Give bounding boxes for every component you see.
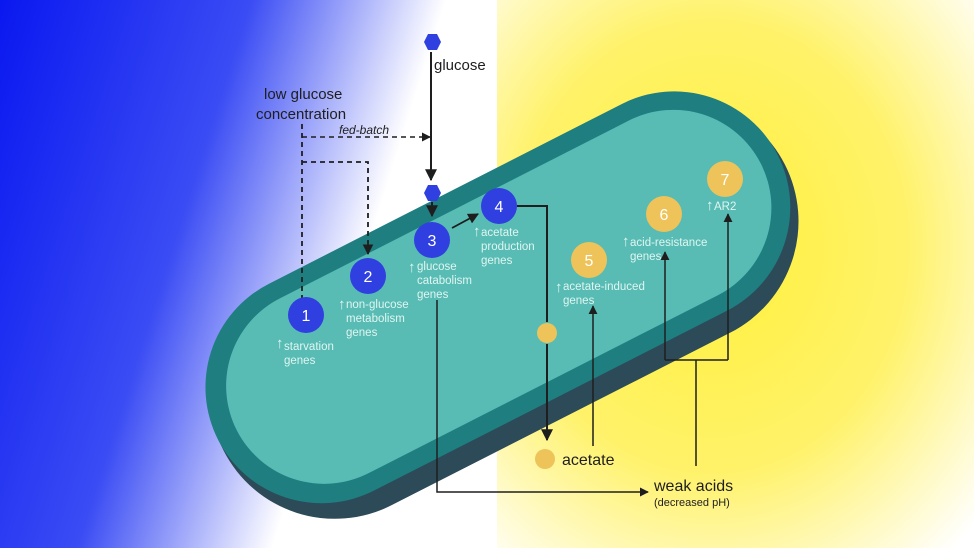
node-4-label-line-3: genes <box>481 255 513 267</box>
node-6-label-line-2: genes <box>630 251 662 263</box>
weak-acids-label: weak acids <box>653 478 733 495</box>
glucose-hexagon-inside <box>424 185 441 201</box>
node-1-number: 1 <box>302 308 311 325</box>
node-3-circle <box>414 222 450 258</box>
node-4: 4 ↑ acetate production genes <box>473 188 535 267</box>
node-5-label-line-1: acetate-induced <box>563 281 645 293</box>
node-2-arrow-up: ↑ <box>338 296 346 313</box>
concentration-label: concentration <box>256 106 346 123</box>
fed-batch-label: fed-batch <box>339 123 389 137</box>
low-glucose-label: low glucose <box>264 86 342 103</box>
node-1-label-line-2: genes <box>284 355 316 367</box>
node-7-arrow-up: ↑ <box>706 197 714 214</box>
node-2-number: 2 <box>364 269 373 286</box>
acetate-molecule-inside <box>537 323 557 343</box>
node-3: 3 ↑ glucose catabolism genes <box>408 222 472 301</box>
node-2-label-line-2: metabolism <box>346 313 405 325</box>
cytoplasm <box>226 109 772 484</box>
catabolism-to-weak-acids-arrow <box>436 300 649 497</box>
node-6: 6 ↑ acid-resistance genes <box>622 196 707 263</box>
node-6-circle <box>646 196 682 232</box>
node-6-arrow-up: ↑ <box>622 233 630 250</box>
node-1-circle <box>288 297 324 333</box>
node-2: 2 ↑ non-glucose metabolism genes <box>338 258 409 339</box>
node-2-circle <box>350 258 386 294</box>
node-6-label-line-1: acid-resistance <box>630 237 707 249</box>
node-5-circle <box>571 242 607 278</box>
node-7-number: 7 <box>721 172 730 189</box>
decreased-ph-label: (decreased pH) <box>654 497 730 509</box>
node-3-number: 3 <box>428 233 437 250</box>
node-3-arrow-up: ↑ <box>408 259 416 276</box>
node-3-label-line-2: catabolism <box>417 275 472 287</box>
node-4-circle <box>481 188 517 224</box>
node-6-number: 6 <box>660 207 669 224</box>
node-7-circle <box>707 161 743 197</box>
node-5-label-line-2: genes <box>563 295 595 307</box>
low-glucose-to-2-arrow <box>302 161 374 256</box>
node-1: 1 ↑ starvation genes <box>276 297 334 367</box>
4-to-acetate-line <box>517 205 548 322</box>
node-4-number: 4 <box>495 199 504 216</box>
node-4-label-line-2: production <box>481 241 535 253</box>
node-7-label-line-1: AR2 <box>714 201 736 213</box>
node-5: 5 ↑ acetate-induced genes <box>555 242 645 307</box>
node-3-label-line-3: genes <box>417 289 449 301</box>
acetate-molecule-outside <box>535 449 555 469</box>
glucose-label: glucose <box>434 57 486 74</box>
node-2-label-line-3: genes <box>346 327 378 339</box>
node-5-number: 5 <box>585 253 594 270</box>
acetate-label: acetate <box>562 452 615 469</box>
node-4-arrow-up: ↑ <box>473 223 481 240</box>
node-1-label-line-1: starvation <box>284 341 334 353</box>
node-2-label-line-1: non-glucose <box>346 299 409 311</box>
node-7: 7 ↑ AR2 <box>706 161 743 214</box>
3-to-4-arrow <box>451 213 479 229</box>
node-4-label-line-1: acetate <box>481 227 519 239</box>
node-5-arrow-up: ↑ <box>555 279 563 296</box>
glucose-hexagon-outside <box>424 34 441 50</box>
node-3-label-line-1: glucose <box>417 261 457 273</box>
node-1-arrow-up: ↑ <box>276 335 284 352</box>
